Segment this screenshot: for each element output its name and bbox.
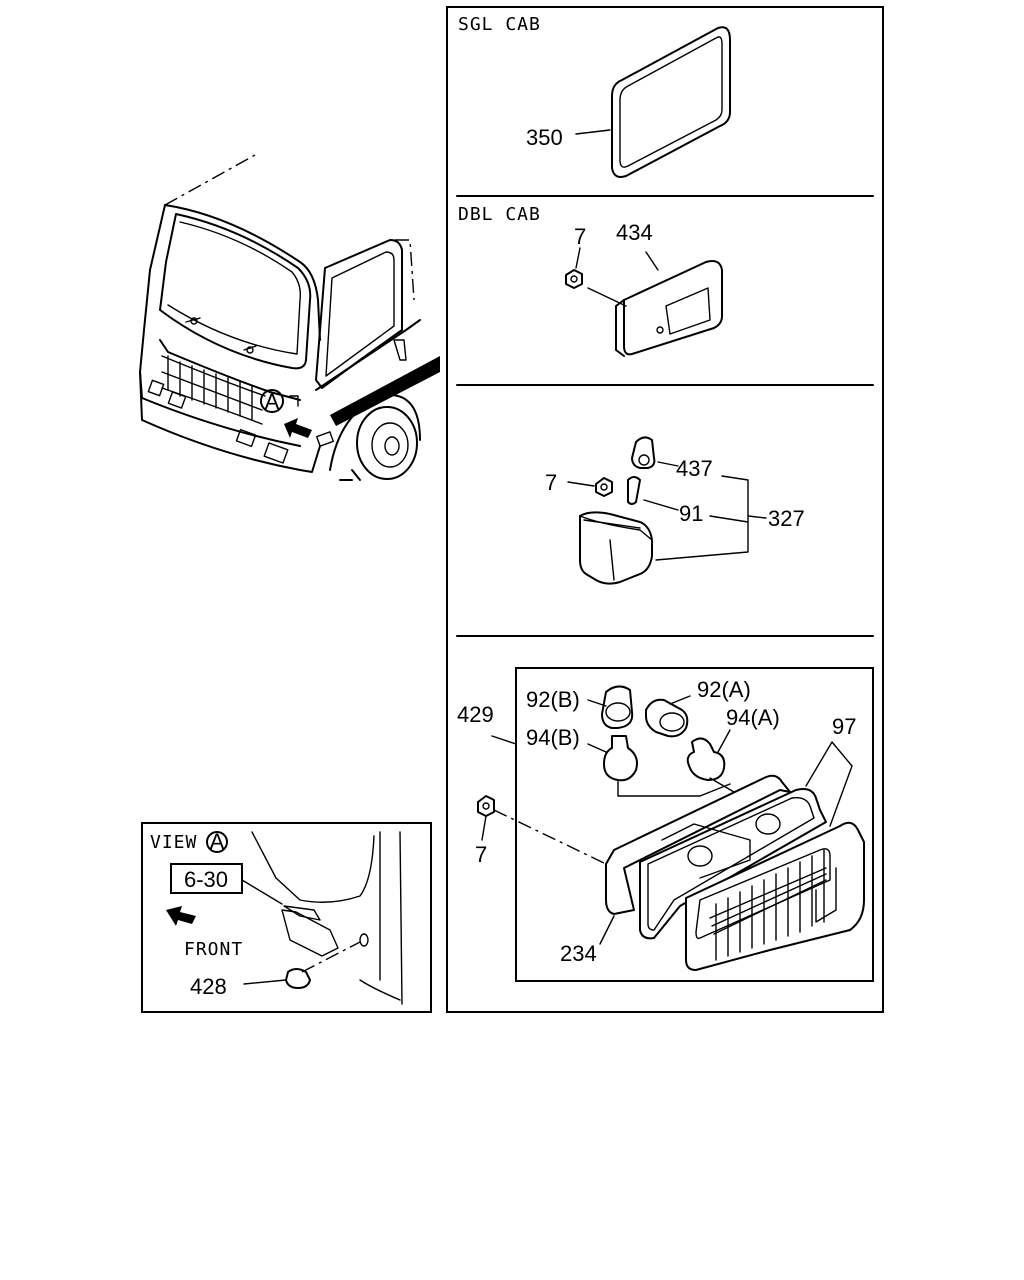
- label-428: 428: [190, 974, 227, 999]
- gasket-234: [605, 774, 791, 915]
- socket-92b: [601, 685, 634, 729]
- label-234: 234: [560, 941, 597, 966]
- view-a-frame: [141, 822, 432, 1013]
- view-marker-circle: [260, 389, 284, 413]
- section-dbl-cab: DBL CAB: [458, 204, 541, 225]
- truck-view-marker: A: [265, 389, 280, 414]
- label-350: 350: [526, 125, 563, 150]
- plug-428: [285, 968, 311, 989]
- label-91: 91: [679, 501, 703, 526]
- side-turn-lamp-327: [579, 511, 653, 585]
- nut-7-dbl: [565, 269, 583, 289]
- nut-7-turn: [595, 477, 613, 497]
- socket-437: [631, 436, 656, 469]
- label-434: 434: [616, 220, 653, 245]
- label-94a: 94(A): [726, 705, 780, 730]
- front-label: FRONT: [184, 939, 243, 960]
- view-title: VIEW: [150, 832, 197, 853]
- label-92a: 92(A): [697, 677, 751, 702]
- label-327: 327: [768, 506, 805, 531]
- label-94b: 94(B): [526, 725, 580, 750]
- ref-box-text: 6-30: [184, 867, 228, 892]
- truck-cab-illustration: A: [139, 154, 440, 481]
- ref-box: [170, 863, 243, 894]
- combination-lamp-frame: [515, 667, 874, 982]
- view-title-marker: A: [210, 829, 225, 854]
- label-7-dbl: 7: [574, 224, 586, 249]
- section-sgl-cab: SGL CAB: [458, 14, 541, 35]
- label-429: 429: [457, 702, 494, 727]
- label-7-turn: 7: [545, 470, 557, 495]
- right-panel-frame: [446, 6, 884, 1013]
- lamp-housing: [639, 788, 827, 940]
- label-7-combo: 7: [475, 842, 487, 867]
- bulb-94b: [603, 735, 638, 782]
- socket-92a: [645, 698, 689, 738]
- nut-7-combo: [477, 795, 495, 817]
- label-97: 97: [832, 714, 856, 739]
- bulb-91: [627, 476, 641, 505]
- side-mirror-350: [611, 26, 731, 178]
- bulb-94a: [686, 737, 726, 781]
- view-a-body-panel: [251, 831, 403, 1005]
- side-marker-lamp-434: [615, 260, 723, 357]
- arrow-icon: [284, 418, 312, 438]
- lens-97: [685, 821, 865, 971]
- label-437: 437: [676, 456, 713, 481]
- label-92b: 92(B): [526, 687, 580, 712]
- front-arrow-icon: [166, 906, 196, 926]
